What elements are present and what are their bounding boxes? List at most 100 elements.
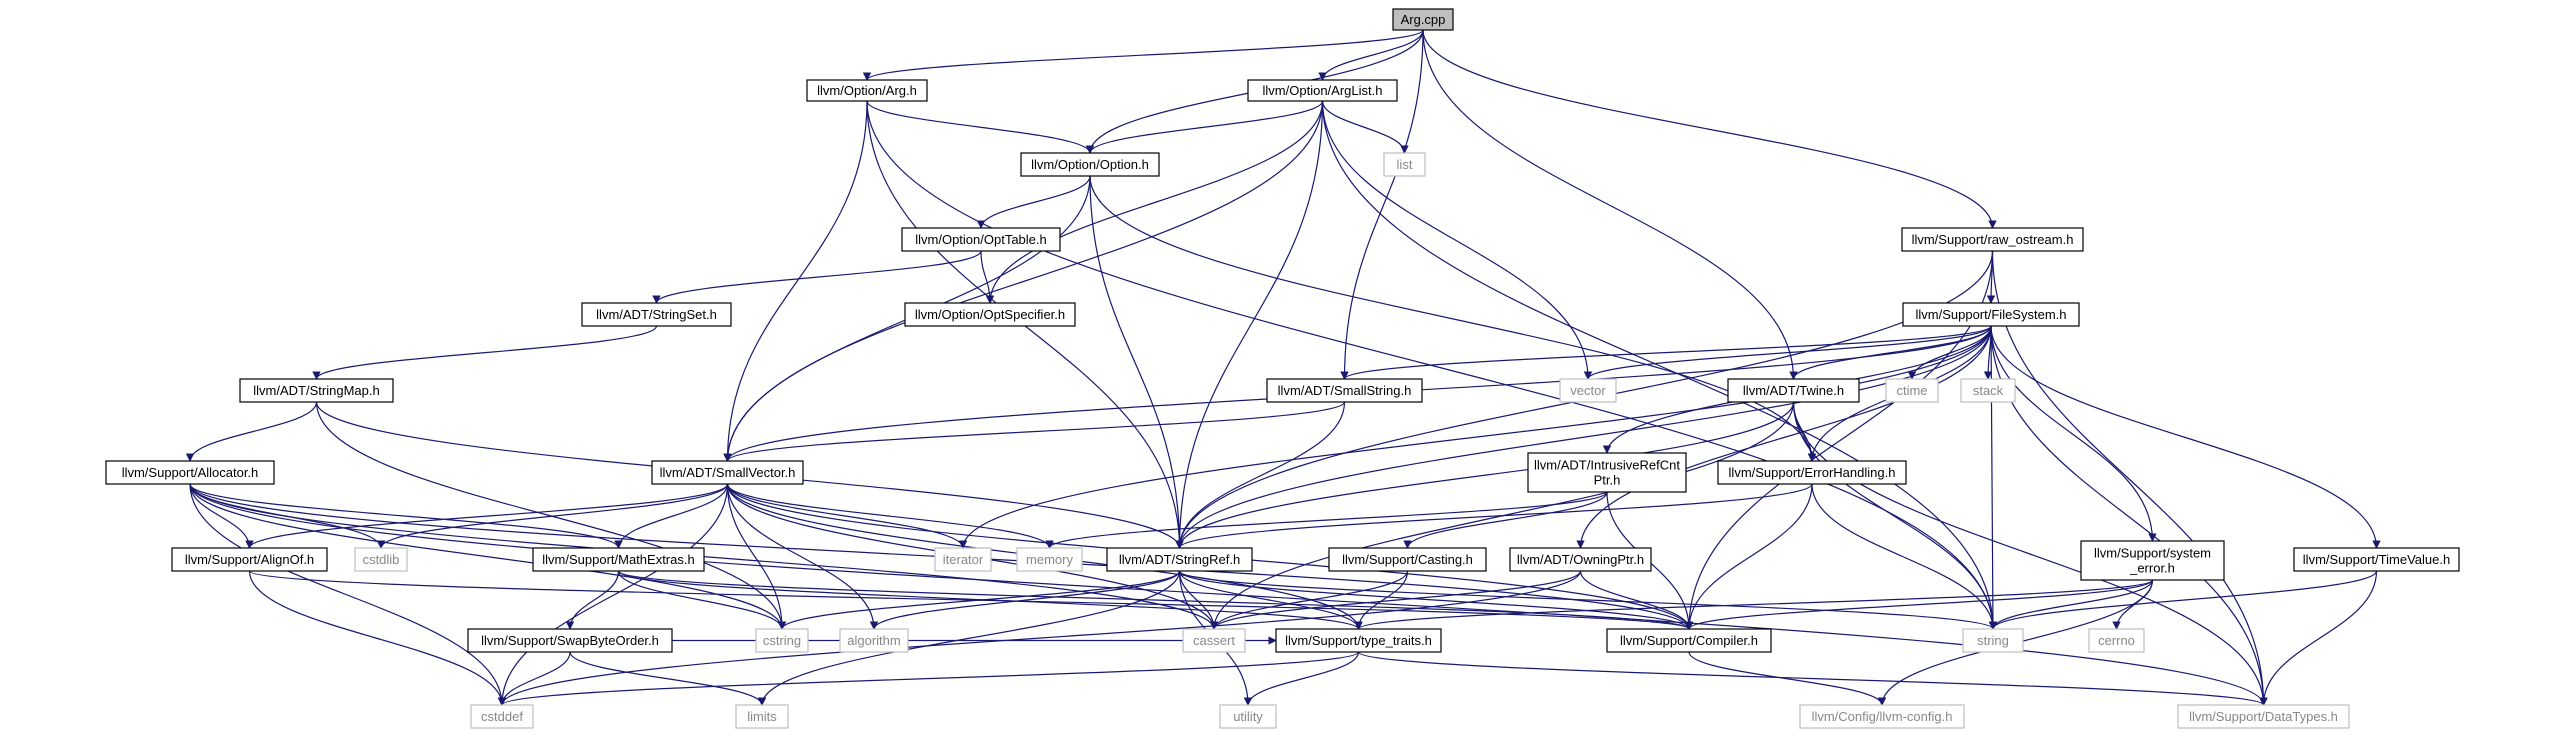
edge-type_traits-to-cstddef	[498, 651, 1360, 706]
node-box	[1902, 302, 2080, 327]
node-cstdlib: cstdlib	[354, 547, 408, 572]
edge-option_option-to-adt_stringref	[1089, 175, 1184, 549]
node-box	[1727, 378, 1860, 403]
node-adt_stringset[interactable]: llvm/ADT/StringSet.h	[581, 302, 732, 327]
node-adt_twine[interactable]: llvm/ADT/Twine.h	[1727, 378, 1860, 403]
node-label: Arg.cpp	[1401, 12, 1446, 27]
node-box	[806, 79, 928, 102]
node-label: llvm/ADT/OwningPtr.h	[1517, 552, 1644, 567]
node-mathextras[interactable]: llvm/Support/MathExtras.h	[532, 547, 705, 572]
node-label: llvm/Support/Allocator.h	[122, 465, 259, 480]
node-box	[1606, 628, 1772, 653]
node-ctime: ctime	[1885, 378, 1939, 403]
node-raw_ostream[interactable]: llvm/Support/raw_ostream.h	[1901, 227, 2084, 252]
edge-owningptr-to-cstddef	[497, 570, 1582, 706]
node-label: string	[1977, 633, 2009, 648]
node-box	[1182, 628, 1246, 653]
edge-alignof-to-compiler	[248, 570, 1693, 630]
node-box	[2293, 547, 2460, 572]
edge-filesystem-to-adt_smallstring	[1340, 325, 1992, 380]
node-label: llvm/Support/raw_ostream.h	[1912, 232, 2074, 247]
node-box	[1527, 452, 1687, 493]
node-label: cstdlib	[363, 552, 400, 567]
edge-adt_stringmap-to-allocator	[185, 401, 318, 462]
node-label: llvm/Support/ErrorHandling.h	[1729, 465, 1896, 480]
dependency-nodes: Arg.cpp llvm/Option/Arg.h llvm/Option/ArgL…	[105, 8, 2460, 729]
node-type_traits[interactable]: llvm/Support/type_traits.h	[1275, 628, 1442, 653]
node-box	[470, 704, 534, 729]
node-allocator[interactable]: llvm/Support/Allocator.h	[105, 460, 275, 485]
node-box	[904, 302, 1076, 327]
node-box	[1960, 378, 2016, 403]
edge-filesystem-to-iterator	[958, 325, 1992, 549]
node-label: algorithm	[847, 633, 900, 648]
node-box	[2088, 628, 2145, 653]
node-casting[interactable]: llvm/Support/Casting.h	[1328, 547, 1487, 572]
node-label: llvm/Support/type_traits.h	[1285, 633, 1432, 648]
node-option_option[interactable]: llvm/Option/Option.h	[1020, 152, 1160, 177]
node-system_error[interactable]: llvm/Support/system_error.h	[2080, 540, 2225, 581]
node-option_arglist[interactable]: llvm/Option/ArgList.h	[1247, 79, 1398, 102]
node-adt_smallstring[interactable]: llvm/ADT/SmallString.h	[1266, 378, 1423, 403]
node-adt_stringref[interactable]: llvm/ADT/StringRef.h	[1106, 547, 1253, 572]
node-alignof[interactable]: llvm/Support/AlignOf.h	[171, 547, 328, 572]
node-label: _error.h	[2129, 561, 2175, 576]
edge-adt_stringmap-to-cstring	[315, 401, 787, 630]
edge-option_arglist-to-string	[1321, 100, 1998, 630]
edge-adt_smallvector-to-algorithm	[726, 483, 879, 630]
edge-adt_twine-to-adt_stringref	[1175, 401, 1795, 549]
edge-system_error-to-type_traits	[1354, 579, 2154, 630]
node-option_optspecifier[interactable]: llvm/Option/OptSpecifier.h	[904, 302, 1076, 327]
node-box	[901, 227, 1061, 252]
node-llvm_config: llvm/Config/llvm-config.h	[1799, 704, 1965, 729]
node-compiler[interactable]: llvm/Support/Compiler.h	[1606, 628, 1772, 653]
node-stack: stack	[1960, 378, 2016, 403]
edge-option_option-to-option_opttable	[976, 175, 1091, 229]
node-filesystem[interactable]: llvm/Support/FileSystem.h	[1902, 302, 2080, 327]
node-errorhandling[interactable]: llvm/Support/ErrorHandling.h	[1717, 460, 1907, 485]
edge-adt_stringref-to-string	[1178, 570, 1997, 630]
node-label: memory	[1026, 552, 1073, 567]
edge-intrusiverefcntptr-to-memory	[1045, 491, 1608, 549]
node-box	[581, 302, 732, 327]
edge-raw_ostream-to-datatypes	[1991, 250, 2268, 706]
node-box	[1799, 704, 1965, 729]
node-swapbyteorder[interactable]: llvm/Support/SwapByteOrder.h	[467, 628, 673, 653]
node-box	[934, 547, 992, 572]
node-label: llvm/Option/OptTable.h	[915, 232, 1047, 247]
node-owningptr[interactable]: llvm/ADT/OwningPtr.h	[1509, 547, 1652, 572]
edge-adt_stringset-to-adt_stringmap	[312, 325, 658, 380]
edge-filesystem-to-timevalue	[1990, 325, 2381, 549]
node-arg_cpp[interactable]: Arg.cpp	[1392, 8, 1454, 31]
node-adt_stringmap[interactable]: llvm/ADT/StringMap.h	[239, 378, 394, 403]
edge-timevalue-to-datatypes	[2259, 570, 2378, 706]
node-timevalue[interactable]: llvm/Support/TimeValue.h	[2293, 547, 2460, 572]
edge-arg_cpp-to-option_arglist	[1318, 29, 1424, 81]
node-box	[239, 378, 394, 403]
node-label: llvm/Support/Casting.h	[1342, 552, 1473, 567]
edge-system_error-to-string	[1988, 579, 2154, 630]
edge-arg_cpp-to-adt_smallstring	[1340, 29, 1424, 380]
node-label: llvm/Support/Compiler.h	[1620, 633, 1758, 648]
node-option_opttable[interactable]: llvm/Option/OptTable.h	[901, 227, 1061, 252]
edge-timevalue-to-string	[1988, 570, 2378, 630]
edge-errorhandling-to-adt_stringref	[1175, 483, 1813, 549]
node-box	[1247, 79, 1398, 102]
node-iterator: iterator	[934, 547, 992, 572]
node-box	[1016, 547, 1083, 572]
node-label: llvm/Option/Arg.h	[817, 83, 917, 98]
node-adt_smallvector[interactable]: llvm/ADT/SmallVector.h	[651, 460, 804, 485]
edge-adt_smallvector-to-mathextras	[614, 483, 729, 549]
edge-filesystem-to-owningptr	[1576, 325, 1992, 549]
node-label: llvm/ADT/SmallVector.h	[660, 465, 796, 480]
node-option_arg[interactable]: llvm/Option/Arg.h	[806, 79, 928, 102]
node-box	[467, 628, 673, 653]
edge-alignof-to-cstddef	[248, 570, 507, 706]
node-box	[2177, 704, 2350, 729]
node-box	[1106, 547, 1253, 572]
edge-adt_smallvector-to-memory	[726, 483, 1054, 549]
edge-adt_stringref-to-compiler	[1178, 570, 1694, 630]
edge-adt_smallstring-to-adt_stringref	[1175, 401, 1346, 549]
